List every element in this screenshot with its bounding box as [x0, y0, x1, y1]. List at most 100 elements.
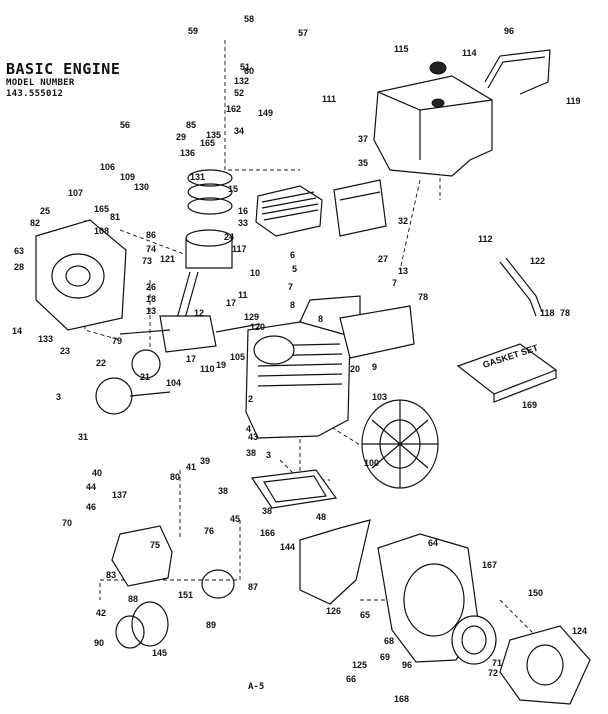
callout-167: 167	[482, 560, 497, 570]
callout-7: 7	[392, 278, 397, 288]
callout-57: 57	[298, 28, 308, 38]
callout-72: 72	[488, 668, 498, 678]
title-block: BASIC ENGINE MODEL NUMBER 143.555012	[6, 62, 120, 99]
callout-129: 129	[244, 312, 259, 322]
callout-59: 59	[188, 26, 198, 36]
gasket-set-box: GASKET SET	[456, 342, 558, 403]
crankshaft	[119, 271, 261, 353]
callout-79: 79	[112, 336, 122, 346]
crankcase-cover	[35, 219, 127, 331]
callout-122: 122	[530, 256, 545, 266]
callout-17: 17	[186, 354, 196, 364]
callout-74: 74	[146, 244, 156, 254]
callout-75: 75	[150, 540, 160, 550]
callout-81: 81	[110, 212, 120, 222]
callout-23: 23	[60, 346, 70, 356]
callout-6: 6	[290, 250, 295, 260]
callout-64: 64	[428, 538, 438, 548]
callout-132: 132	[234, 76, 249, 86]
callout-165: 165	[200, 138, 215, 148]
callout-86: 86	[146, 230, 156, 240]
callout-136: 136	[180, 148, 195, 158]
callout-110: 110	[200, 364, 215, 374]
callout-17: 17	[226, 298, 236, 308]
callout-125: 125	[352, 660, 367, 670]
callout-2: 2	[248, 394, 253, 404]
callout-16: 16	[238, 206, 248, 216]
callout-96: 96	[402, 660, 412, 670]
tank-handle	[484, 49, 551, 95]
callout-51: 51	[240, 62, 250, 72]
callout-13: 13	[398, 266, 408, 276]
callout-85: 85	[186, 120, 196, 130]
callout-109: 109	[120, 172, 135, 182]
callout-115: 115	[394, 44, 409, 54]
callout-37: 37	[358, 134, 368, 144]
callout-45: 45	[230, 514, 240, 524]
callout-103: 103	[372, 392, 387, 402]
callout-104: 104	[166, 378, 181, 388]
callout-162: 162	[226, 104, 241, 114]
callout-168: 168	[394, 694, 409, 704]
callout-10: 10	[250, 268, 260, 278]
fuel-tank	[373, 61, 493, 177]
carburetor	[111, 525, 235, 649]
callout-5: 5	[292, 264, 297, 274]
callout-131: 131	[190, 172, 205, 182]
callout-22: 22	[96, 358, 106, 368]
starter-motor	[95, 349, 171, 415]
piston-rings	[185, 169, 233, 269]
callout-58: 58	[244, 14, 254, 24]
callout-169: 169	[522, 400, 537, 410]
callout-31: 31	[78, 432, 88, 442]
callout-90: 90	[94, 638, 104, 648]
callout-106: 106	[100, 162, 115, 172]
callout-11: 11	[238, 290, 248, 300]
callout-69: 69	[380, 652, 390, 662]
callout-38: 38	[246, 448, 256, 458]
callout-124: 124	[572, 626, 587, 636]
callout-39: 39	[200, 456, 210, 466]
callout-150: 150	[528, 588, 543, 598]
callout-135: 135	[206, 130, 221, 140]
callout-65: 65	[360, 610, 370, 620]
callout-29: 29	[176, 132, 186, 142]
callout-68: 68	[384, 636, 394, 646]
callout-112: 112	[478, 234, 493, 244]
callout-38: 38	[262, 506, 272, 516]
muffler	[333, 179, 387, 237]
callout-130: 130	[134, 182, 149, 192]
callout-13: 13	[146, 306, 156, 316]
model-number: 143.555012	[6, 89, 64, 99]
flywheel	[361, 399, 439, 489]
callout-43: 43	[248, 432, 258, 442]
callout-20: 20	[350, 364, 360, 374]
callout-4: 4	[246, 424, 251, 434]
callout-117: 117	[232, 244, 247, 254]
breather-hose	[499, 257, 543, 317]
callout-96: 96	[504, 26, 514, 36]
callout-63: 63	[14, 246, 24, 256]
callout-145: 145	[152, 648, 167, 658]
callout-9: 9	[372, 362, 377, 372]
callout-165: 165	[94, 204, 109, 214]
callout-151: 151	[178, 590, 193, 600]
callout-137: 137	[112, 490, 127, 500]
callout-14: 14	[12, 326, 22, 336]
callout-34: 34	[234, 126, 244, 136]
callout-166: 166	[260, 528, 275, 538]
callout-26: 26	[146, 282, 156, 292]
engine-block	[245, 295, 361, 439]
recoil-starter	[451, 615, 591, 705]
air-shroud	[299, 305, 415, 605]
callout-28: 28	[14, 262, 24, 272]
callout-27: 27	[378, 254, 388, 264]
callout-76: 76	[204, 526, 214, 536]
callout-7: 7	[288, 282, 293, 292]
blower-housing	[377, 533, 479, 663]
model-label: MODEL NUMBER	[6, 78, 75, 88]
callout-42: 42	[96, 608, 106, 618]
